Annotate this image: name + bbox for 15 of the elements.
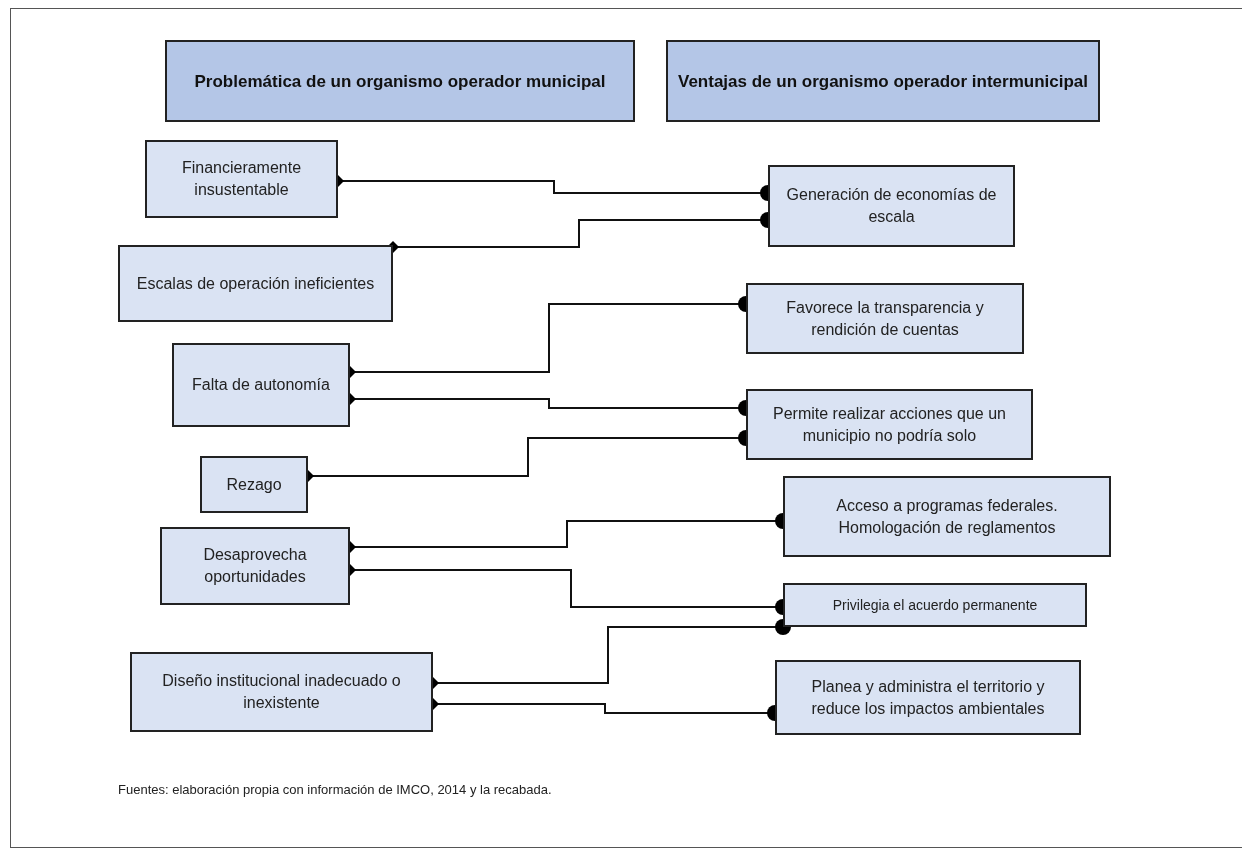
column-header: Ventajas de un organismo operador intermunicipal — [666, 40, 1100, 122]
text-box: Falta de autonomía — [172, 343, 350, 427]
text-box: Escalas de operación ineficientes — [118, 245, 393, 322]
text-box: Favorece la transparencia y rendición de cuentas — [746, 283, 1024, 354]
text-box: Permite realizar acciones que un municipio no podría solo — [746, 389, 1033, 460]
source-note: Fuentes: elaboración propia con información de IMCO, 2014 y la recabada. — [118, 781, 552, 799]
text-box: Acceso a programas federales. Homologación de reglamentos — [783, 476, 1111, 557]
text-box: Generación de economías de escala — [768, 165, 1015, 247]
text-box: Desaprovecha oportunidades — [160, 527, 350, 605]
text-box: Planea y administra el territorio y reduce los impactos ambientales — [775, 660, 1081, 735]
column-header: Problemática de un organismo operador municipal — [165, 40, 635, 122]
text-box: Diseño institucional inadecuado o inexistente — [130, 652, 433, 732]
text-box: Privilegia el acuerdo permanente — [783, 583, 1087, 627]
text-box: Rezago — [200, 456, 308, 513]
text-box: Financieramente insustentable — [145, 140, 338, 218]
